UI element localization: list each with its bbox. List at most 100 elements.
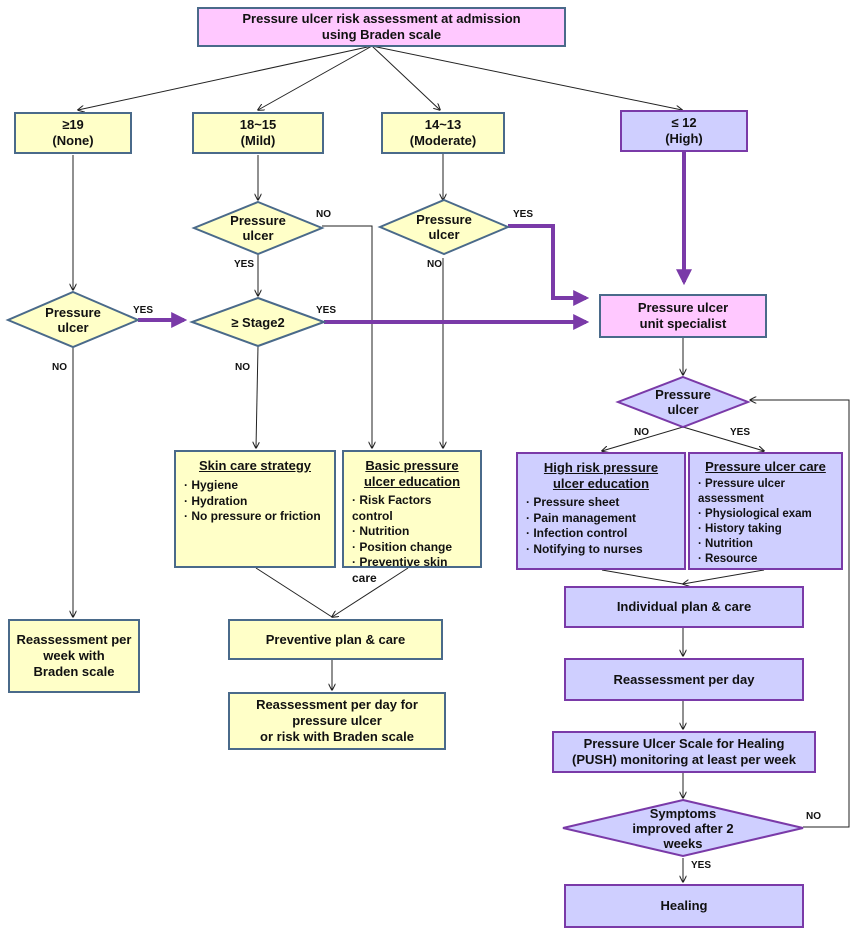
decision-mild-line1: Pressure	[230, 213, 286, 228]
admission-line1: Pressure ulcer risk assessment at admiss…	[242, 11, 521, 26]
decision-stage2-label: ≥ Stage2	[231, 314, 285, 330]
individual-plan-box: Individual plan & care	[564, 586, 804, 628]
risk-none-box: ≥19 (None)	[14, 112, 132, 154]
no-label-mild: NO	[316, 209, 331, 220]
decision-mild-line2: ulcer	[242, 228, 274, 243]
high-risk-education-box: High risk pressure ulcer education Press…	[516, 452, 686, 570]
reassess-day-braden-line1: Reassessment per day for	[256, 697, 418, 712]
risk-mild-label: (Mild)	[240, 133, 276, 148]
list-item: Nutrition	[352, 524, 472, 540]
decision-diamond-high	[615, 375, 751, 429]
decision-symptoms-line1: Symptoms	[649, 805, 717, 821]
list-item: No pressure or friction	[184, 509, 326, 525]
high-risk-education-title: High risk pressure ulcer education	[526, 460, 676, 492]
reassessment-week-box: Reassessment per week with Braden scale	[8, 619, 140, 693]
decision-diamond-mild	[191, 200, 325, 256]
list-item: Physiological exam	[698, 507, 833, 522]
basic-education-title: Basic pressure ulcer education	[352, 458, 472, 490]
list-item: Risk Factors control	[352, 493, 472, 524]
decision-none-line2: ulcer	[57, 320, 89, 335]
yes-label-stage2: YES	[316, 305, 337, 316]
decision-none-text: Pressure ulcer	[28, 302, 118, 338]
yes-label-mild: YES	[234, 259, 255, 270]
decision-diamond-symptoms	[562, 798, 804, 858]
list-item: Pressure sheet	[526, 495, 676, 511]
yes-label-moderate: YES	[513, 209, 534, 220]
list-item: Nutrition	[698, 537, 833, 552]
decision-moderate-line2: ulcer	[428, 227, 460, 242]
no-label-symptoms: NO	[806, 811, 821, 822]
decision-symptoms-line3: weeks	[663, 835, 703, 851]
healing-label: Healing	[660, 898, 708, 913]
list-item: History taking	[698, 522, 833, 537]
reassess-day-label: Reassessment per day	[613, 671, 755, 687]
high-risk-connectors	[138, 152, 692, 330]
high-risk-education-title-line2: ulcer education	[552, 476, 650, 491]
yes-label-symptoms: YES	[691, 860, 712, 871]
decision-high-text: Pressure ulcer	[638, 384, 728, 420]
skin-care-strategy-box: Skin care strategy Hygiene Hydration No …	[174, 450, 336, 568]
decision-symptoms-line2: improved after 2	[632, 820, 734, 836]
risk-none-label: (None)	[52, 133, 94, 148]
risk-high-label: (High)	[665, 131, 703, 146]
decision-diamond-none	[5, 290, 141, 349]
individual-plan-label: Individual plan & care	[616, 599, 752, 614]
list-item: Pressure ulcer assessment	[698, 477, 833, 507]
decision-moderate-line1: Pressure	[416, 212, 472, 227]
risk-high-range: ≤ 12	[671, 115, 697, 130]
unit-specialist-box: Pressure ulcer unit specialist	[599, 294, 767, 338]
list-item: Resource	[698, 552, 833, 567]
decision-none-line1: Pressure	[45, 305, 101, 320]
risk-high-box: ≤ 12 (High)	[620, 110, 748, 152]
decision-symptoms-text: Symptoms improved after 2 weeks	[603, 805, 763, 851]
decision-high-line2: ulcer	[667, 402, 699, 417]
specialist-line2: unit specialist	[639, 316, 727, 331]
reassess-week-line3: Braden scale	[33, 664, 115, 679]
no-label-none: NO	[52, 362, 67, 373]
no-label-moderate: NO	[427, 259, 442, 270]
list-item: Infection control	[526, 526, 676, 542]
high-risk-education-list: Pressure sheet Pain management Infection…	[526, 495, 676, 557]
decision-diamond-stage2	[189, 296, 327, 348]
pressure-ulcer-care-list: Pressure ulcer assessment Physiological …	[698, 477, 833, 567]
risk-moderate-box: 14~13 (Moderate)	[381, 112, 505, 154]
yes-label-high: YES	[730, 427, 751, 438]
list-item: Notifying to nurses	[526, 542, 676, 558]
risk-mild-box: 18~15 (Mild)	[192, 112, 324, 154]
decision-diamond-moderate	[377, 198, 511, 256]
risk-mild-range: 18~15	[239, 117, 277, 132]
basic-education-box: Basic pressure ulcer education Risk Fact…	[342, 450, 482, 585]
risk-moderate-label: (Moderate)	[409, 133, 477, 148]
push-monitoring-box: Pressure Ulcer Scale for Healing (PUSH) …	[552, 731, 816, 773]
list-item: Position change	[352, 540, 472, 556]
reassessment-day-braden-box: Reassessment per day for pressure ulcer …	[228, 692, 446, 750]
preventive-plan-label: Preventive plan & care	[265, 631, 406, 647]
push-line2: (PUSH) monitoring at least per week	[572, 752, 796, 767]
reassess-day-braden-line3: or risk with Braden scale	[260, 729, 414, 744]
decision-high-line1: Pressure	[655, 387, 711, 402]
list-item: Preventive skin care	[352, 555, 472, 586]
reassess-day-braden-line2: pressure ulcer	[292, 713, 382, 728]
reassessment-day-box: Reassessment per day	[564, 658, 804, 701]
thin-connectors	[73, 45, 850, 882]
skin-care-title: Skin care strategy	[198, 458, 311, 473]
risk-moderate-range: 14~13	[424, 117, 462, 132]
list-item: Pain management	[526, 511, 676, 527]
pressure-ulcer-care-title: Pressure ulcer care	[705, 459, 826, 474]
admission-assessment-box: Pressure ulcer risk assessment at admiss…	[197, 7, 566, 47]
decision-mild-text: Pressure ulcer	[213, 210, 303, 246]
skin-care-list: Hygiene Hydration No pressure or frictio…	[184, 478, 326, 525]
yes-label-none: YES	[133, 305, 154, 316]
preventive-plan-box: Preventive plan & care	[228, 619, 443, 660]
basic-education-title-line1: Basic pressure	[365, 458, 459, 473]
basic-education-list: Risk Factors control Nutrition Position …	[352, 493, 472, 586]
reassess-week-line2: week with	[43, 648, 105, 663]
decision-stage2-text: ≥ Stage2	[213, 312, 303, 332]
list-item: Hygiene	[184, 478, 326, 494]
push-line1: Pressure Ulcer Scale for Healing	[583, 736, 785, 751]
reassess-week-line1: Reassessment per	[16, 632, 132, 647]
decision-moderate-text: Pressure ulcer	[399, 209, 489, 245]
pressure-ulcer-care-box: Pressure ulcer care Pressure ulcer asses…	[688, 452, 843, 570]
admission-line2: using Braden scale	[321, 27, 442, 42]
